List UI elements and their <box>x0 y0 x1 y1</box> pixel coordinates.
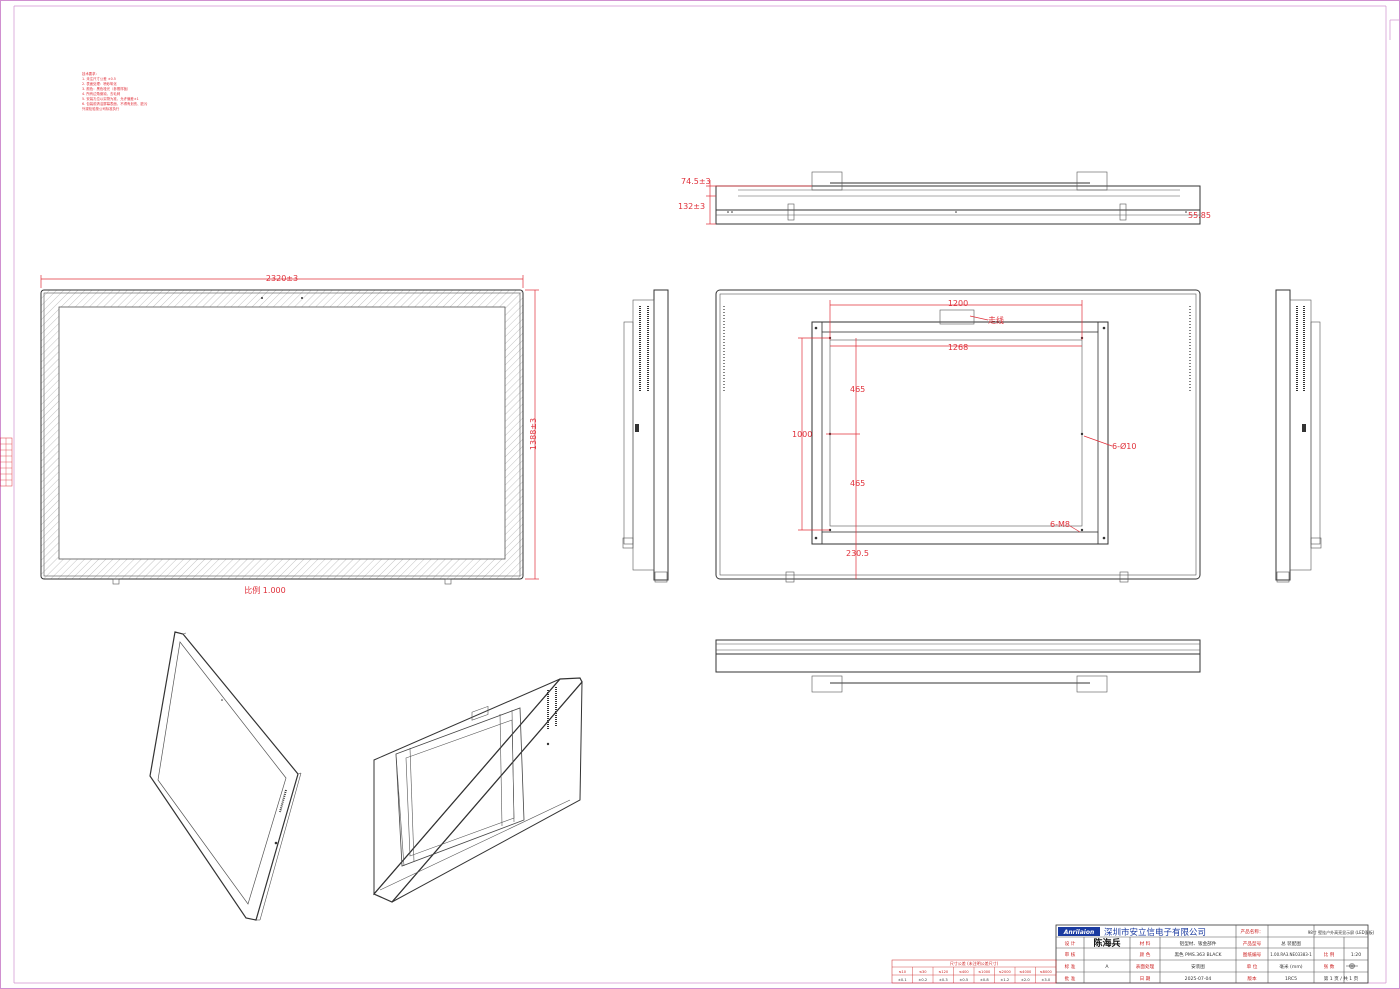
cable-label: 走线 <box>988 315 1004 325</box>
material-value: 铝型材、钣金部件 <box>1180 940 1217 947</box>
tolerance-header: ≤30 <box>919 970 927 974</box>
row-label: 审 核 <box>1065 951 1076 958</box>
product-value: 总 装配图 <box>1281 940 1301 947</box>
top-side-dim: 55.85 <box>1188 211 1211 220</box>
bracket-height-dim: 1000 <box>792 430 812 439</box>
tolerance-value: ±1.2 <box>1000 978 1009 982</box>
note-line: 2. 表面处理：喷砂氧化 <box>82 81 117 86</box>
screw-label: 6-M8 <box>1050 520 1070 529</box>
tolerance-header: ≤4000 <box>1019 970 1032 974</box>
tolerance-value: ±0.2 <box>918 978 927 982</box>
col-label: 日 期 <box>1140 976 1151 982</box>
tolerance-value: ±0.8 <box>980 978 989 982</box>
tolerance-header: ≤1000 <box>978 970 991 974</box>
note-line: 6. 包装前清洁屏幕表面，不得有划伤、脏污 <box>82 101 148 106</box>
tolerance-header: ≤2000 <box>999 970 1012 974</box>
product-label: 产品型号 <box>1243 940 1262 947</box>
drawing-no-value: 1.00.RA3.NE03383-1 <box>1270 952 1312 957</box>
sheet-value: 第 1 页 / 共 1 页 <box>1324 975 1359 982</box>
scale-label: 比例 1.000 <box>244 585 285 595</box>
bracket-inner-width-dim: 1268 <box>948 343 968 352</box>
top-view: 74.5±3 132±3 55.85 <box>678 171 1211 225</box>
tolerance-value: ±0.5 <box>959 978 968 982</box>
hole-spacing-top-dim: 465 <box>850 385 865 394</box>
bottom-offset-dim: 230.5 <box>846 549 869 558</box>
surface-value: 安装图 <box>1191 963 1205 970</box>
note-line: 外观检验按公司标准执行 <box>82 106 120 111</box>
designer-signature: 陈海兵 <box>1093 937 1120 949</box>
right-side-view <box>1275 289 1322 583</box>
front-view: 2320±3 1388±3 比例 1.000 <box>40 274 539 595</box>
unit-label: 单 位 <box>1247 963 1258 970</box>
technical-notes: 技术要求： 1. 未注尺寸公差 ±0.5 2. 表面处理：喷砂氧化 3. 颜色：… <box>82 71 148 111</box>
row-label: 标 准 <box>1065 963 1076 970</box>
tolerance-header: ≤8000 <box>1040 970 1053 974</box>
weight-value: 1RC5 <box>1285 976 1297 982</box>
tolerance-value: ±0.1 <box>898 978 907 982</box>
svg-text:Anrilaion: Anrilaion <box>1063 929 1095 936</box>
company-logo <box>1058 927 1100 936</box>
row-label: 设 计 <box>1065 940 1076 947</box>
unit-value: 毫米 (mm) <box>1279 963 1302 970</box>
bracket-outer-width-dim: 1200 <box>948 299 968 308</box>
isometric-rear-view <box>373 677 583 903</box>
note-line: 5. 安装孔位以实物为准，允许偏差±1 <box>82 96 139 101</box>
tolerance-value: ±0.3 <box>939 978 948 982</box>
sheet-count-label: 张 数 <box>1324 963 1335 970</box>
bottom-view <box>715 639 1201 693</box>
col-label: 表面处理 <box>1136 963 1155 970</box>
front-height-dim: 1388±3 <box>529 418 538 450</box>
top-depth-dim: 74.5±3 <box>681 177 711 186</box>
scale-label: 比 例 <box>1324 951 1335 958</box>
note-line: 3. 颜色：黑色哑光（参照样板） <box>82 86 130 91</box>
color-value: 黑色 PMS.363 BLACK <box>1174 951 1222 958</box>
note-line: 1. 未注尺寸公差 ±0.5 <box>82 76 116 81</box>
product-desc: 98寸 壁挂户外高亮显示屏 (LED面板) <box>1308 929 1375 935</box>
hole-label: 6-Ø10 <box>1112 441 1136 451</box>
company-name: 深圳市安立信电子有限公司 <box>1104 927 1206 938</box>
rear-view: 1200 1268 1000 465 465 230.5 走线 6-Ø10 6-… <box>715 289 1201 583</box>
date-value: 2025-07-04 <box>1185 976 1212 982</box>
drawing-no-label: 图纸编号 <box>1243 951 1262 958</box>
front-width-dim: 2320±3 <box>266 274 298 283</box>
revision-table <box>0 437 13 487</box>
isometric-front-view <box>149 631 302 921</box>
version-value: A <box>1105 964 1109 970</box>
product-name-label: 产品名称： <box>1241 928 1264 935</box>
tolerance-value: ±2.0 <box>1021 978 1030 982</box>
col-label: 材 料 <box>1140 940 1151 947</box>
note-line: 4. 所有边角倒钝，去毛刺 <box>82 91 121 96</box>
note-line: 技术要求： <box>82 71 99 76</box>
col-label: 颜 色 <box>1140 951 1151 958</box>
tolerance-title: 尺寸公差 (未注明公差尺寸) <box>950 960 999 966</box>
version-label: 版本 <box>1247 975 1257 982</box>
tolerance-header: ≤400 <box>959 970 970 974</box>
left-side-view <box>622 289 669 583</box>
tolerance-value: ±3.0 <box>1041 978 1050 982</box>
title-block: Anrilaion 深圳市安立信电子有限公司 设 计 审 核 标 准 批 准 陈… <box>891 924 1375 984</box>
top-total-depth-dim: 132±3 <box>678 202 705 211</box>
tolerance-header: ≤10 <box>898 970 906 974</box>
tolerance-header: ≤120 <box>938 970 949 974</box>
row-label: 批 准 <box>1065 975 1076 982</box>
hole-spacing-bottom-dim: 465 <box>850 479 865 488</box>
scale-value: 1:20 <box>1351 952 1361 958</box>
